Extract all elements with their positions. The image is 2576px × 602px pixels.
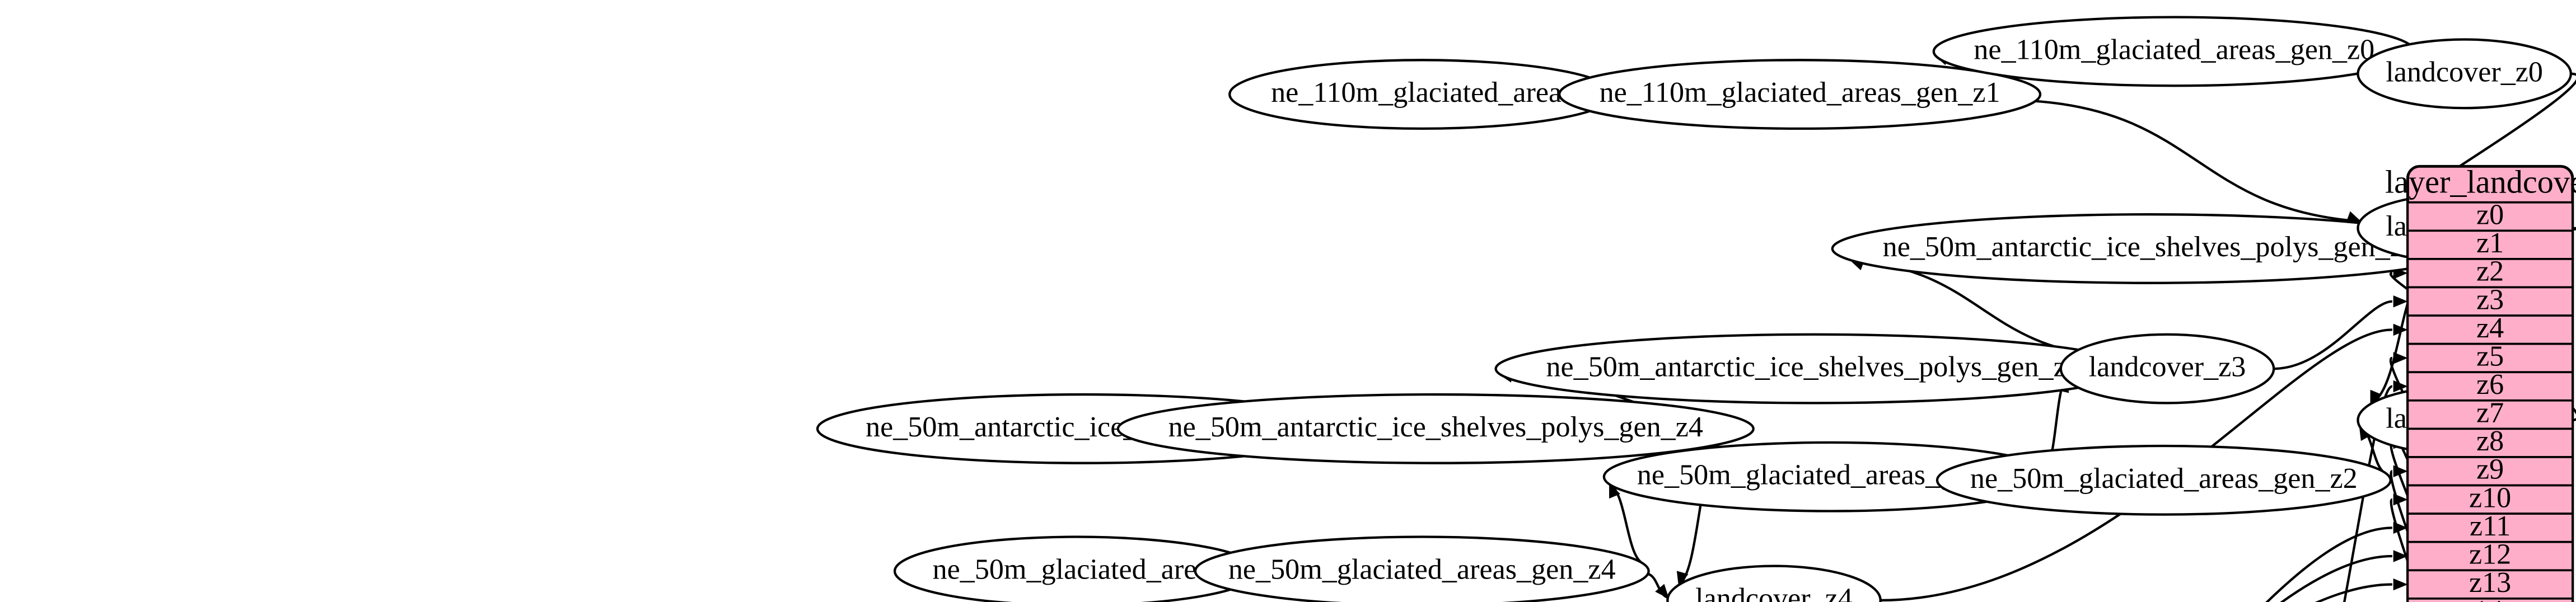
table-row-label-z7: z7 [2476,397,2504,429]
edge-arrowhead [2393,550,2408,562]
edge-arrowhead [2393,465,2408,477]
node-ne_110m_glaciated_areas_gen_z1[interactable]: ne_110m_glaciated_areas_gen_z1 [1558,59,2042,130]
node-landcover_z0[interactable]: landcover_z0 [2357,38,2572,110]
node-ne_50m_antarctic_ice_shelves_polys_gen_z2[interactable]: ne_50m_antarctic_ice_shelves_polys_gen_z… [1831,213,2469,284]
node-ellipse-ne_110m_glaciated_areas_gen_z1 [1558,59,2042,130]
table-row-label-z6: z6 [2476,369,2504,401]
edge-ne_110m_glaciated_areas_gen_z1--landcover_z1 [2035,100,2360,223]
edge-osm_landcover_gen_z11--table-z11 [2265,526,2392,602]
table-row-label-z8: z8 [2476,425,2504,457]
node-ne_50m_antarctic_ice_shelves_polys_gen_z3[interactable]: ne_50m_antarctic_ice_shelves_polys_gen_z… [1494,333,2133,405]
node-ne_50m_glaciated_areas_gen_z4[interactable]: ne_50m_glaciated_areas_gen_z4 [1194,535,1650,602]
edge-osm_landcover_gen_z10--table-z10 [2390,498,2423,602]
node-ne_110m_glaciated_areas_gen_z0[interactable]: ne_110m_glaciated_areas_gen_z0 [1932,16,2416,87]
node-ellipse-landcover_z3 [2059,333,2275,405]
table-row-z1[interactable] [2406,229,2574,260]
node-label-ne_50m_antarctic_ice_shelves_polys_gen_z4: ne_50m_antarctic_ice_shelves_polys_gen_z… [1168,411,1703,443]
edges-layer [1116,53,2576,602]
node-ellipse-ne_50m_glaciated_areas_gen_z2 [1935,444,2392,516]
node-ellipse-ne_50m_glaciated_areas_gen_z4 [1194,535,1650,602]
edge-osm_landcover_gen_z9--table-z9 [2390,470,2435,602]
edge-arrowhead [2393,493,2408,506]
layer-landcover-table[interactable]: layer_landcoverz0z1z2z3z4z5z6z7z8z9z10z1… [2385,163,2576,602]
table-row-label-z0: z0 [2476,199,2504,231]
node-label-ne_50m_glaciated_areas: ne_50m_glaciated_areas [933,553,1221,585]
table-row-label-z14p: z14+ [2461,595,2519,602]
table-row-label-z12: z12 [2469,539,2511,571]
table-row-z13[interactable] [2406,569,2574,600]
table-row-label-z2: z2 [2476,256,2504,288]
table-header-label: layer_landcover [2385,163,2576,200]
edge-arrowhead [2393,352,2408,364]
table-row-label-z11: z11 [2470,510,2510,542]
edge-arrowhead [1609,483,1620,499]
node-label-landcover_z3: landcover_z3 [2089,351,2246,383]
table-row-z2[interactable] [2406,258,2574,289]
table-row-label-z13: z13 [2469,567,2511,599]
table-row-z8[interactable] [2406,427,2574,458]
node-label-ne_50m_glaciated_areas_gen_z2: ne_50m_glaciated_areas_gen_z2 [1970,463,2358,495]
edge-arrowhead [2346,211,2362,223]
table-row-label-z5: z5 [2476,340,2504,372]
edge-arrowhead [2393,578,2408,591]
node-label-ne_110m_glaciated_areas_gen_z0: ne_110m_glaciated_areas_gen_z0 [1974,34,2374,65]
node-ellipse-landcover_z0 [2357,38,2572,110]
table-row-label-z10: z10 [2469,482,2511,514]
edge-arrowhead [1655,584,1670,599]
table-row-label-z9: z9 [2476,454,2504,486]
node-label-ne_50m_antarctic_ice_shelves_polys_gen_z3: ne_50m_antarctic_ice_shelves_polys_gen_z… [1546,351,2081,383]
node-label-landcover_z0: landcover_z0 [2386,56,2543,88]
edge-arrowhead [2393,521,2408,534]
node-label-ne_110m_glaciated_areas_gen_z1: ne_110m_glaciated_areas_gen_z1 [1600,77,2000,109]
table-row-z14p[interactable] [2406,598,2574,602]
table-row-label-z4: z4 [2476,312,2504,344]
edge-arrowhead [1676,571,1689,587]
edge-arrowhead [2393,295,2408,308]
node-label-ne_50m_antarctic_ice_shelves_polys_gen_z2: ne_50m_antarctic_ice_shelves_polys_gen_z… [1883,231,2418,263]
node-ellipse-ne_50m_antarctic_ice_shelves_polys_gen_z4 [1116,393,1755,464]
edge-arrowhead [2370,389,2382,406]
node-label-ne_50m_glaciated_areas_gen_z4: ne_50m_glaciated_areas_gen_z4 [1228,553,1616,585]
edge-ne_50m_glaciated_areas_gen_z4--ne_50m_glaciated_areas_gen_z3 [1609,483,1644,565]
node-landcover_z3[interactable]: landcover_z3 [2059,333,2275,405]
edge-arrowhead [2393,323,2408,336]
table-row-label-z3: z3 [2476,284,2504,316]
table-row-z0[interactable] [2406,201,2574,232]
edge-landcover_z3--table-z3 [2274,300,2392,370]
node-ne_50m_antarctic_ice_shelves_polys_gen_z4[interactable]: ne_50m_antarctic_ice_shelves_polys_gen_z… [1116,393,1755,464]
nodes-layer: imposm3osm_landcover_polygonsimplify_vw_… [816,16,2572,602]
node-ne_110m_glaciated_areas[interactable]: ne_110m_glaciated_areas [1228,59,1616,130]
table-row-z11[interactable] [2406,512,2574,543]
edge-osm_landcover_gen_z8--table-z8 [2390,441,2455,602]
node-ellipse-landcover_z4 [1666,565,1882,602]
node-label-ne_110m_glaciated_areas: ne_110m_glaciated_areas [1271,77,1573,109]
node-landcover_z4[interactable]: landcover_z4 [1666,565,1882,602]
table-row-label-z1: z1 [2476,227,2504,259]
table-row-z7[interactable] [2406,399,2574,430]
table-row-z4[interactable] [2406,314,2574,345]
node-label-landcover_z4: landcover_z4 [1695,582,1853,602]
edge-arrowhead [2393,380,2408,393]
node-ne_50m_glaciated_areas_gen_z2[interactable]: ne_50m_glaciated_areas_gen_z2 [1935,444,2392,516]
